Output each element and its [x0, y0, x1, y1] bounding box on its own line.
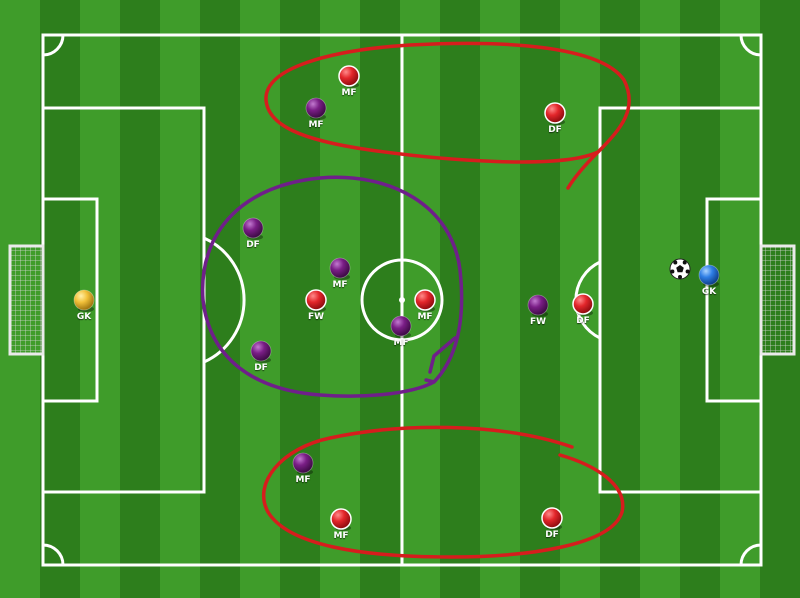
purple-annotation-center: [200, 175, 464, 398]
corner-arc-top-right: [739, 34, 762, 57]
player-red-mf-bottom[interactable]: [330, 508, 352, 531]
center-spot: [399, 297, 405, 303]
player-purple-mf-lower[interactable]: [390, 315, 412, 338]
player-red-df-top[interactable]: [544, 102, 566, 125]
player-marker: [330, 508, 352, 530]
grass-stripe: [680, 0, 721, 598]
player-marker: [414, 289, 436, 311]
player-red-df-bottom[interactable]: [541, 507, 563, 530]
grass-stripe: [600, 0, 641, 598]
player-marker: [305, 97, 327, 119]
player-purple-fw[interactable]: [527, 294, 549, 317]
grass-stripe: [480, 0, 521, 598]
ball[interactable]: [669, 258, 691, 280]
ball-patch: [682, 260, 687, 265]
player-purple-mf-top[interactable]: [305, 97, 327, 120]
ball-patch: [685, 269, 690, 274]
player-purple-df-upper[interactable]: [242, 217, 264, 240]
player-red-df-right[interactable]: [572, 293, 594, 316]
red-annotation-top: [264, 41, 631, 190]
player-marker: [338, 65, 360, 87]
red-annotation-bottom: [261, 425, 625, 559]
grass-stripe: [720, 0, 761, 598]
player-marker: [73, 289, 95, 311]
grass-stripe: [40, 0, 81, 598]
player-gk-right[interactable]: [698, 264, 720, 287]
player-marker: [698, 264, 720, 286]
player-marker: [390, 315, 412, 337]
annotations: [200, 41, 631, 559]
corner-arc-bottom-left: [42, 543, 65, 566]
player-red-fw[interactable]: [305, 289, 327, 312]
ball-patch: [678, 275, 682, 279]
grass-stripe: [120, 0, 161, 598]
players-layer: [73, 65, 720, 531]
player-marker: [242, 217, 264, 239]
player-red-mf-top[interactable]: [338, 65, 360, 88]
grass-stripe: [160, 0, 201, 598]
grass-stripe: [200, 0, 241, 598]
player-marker: [527, 294, 549, 316]
grass-stripe: [320, 0, 361, 598]
player-marker: [305, 289, 327, 311]
left-goal: [8, 244, 45, 356]
player-purple-mf-center[interactable]: [329, 257, 351, 280]
player-marker: [572, 293, 594, 315]
grass-stripe: [360, 0, 401, 598]
ball-patch: [670, 269, 675, 274]
player-purple-mf-bottom[interactable]: [292, 452, 314, 475]
player-purple-df-lower[interactable]: [250, 340, 272, 363]
grass-stripe: [240, 0, 281, 598]
corner-arc-bottom-right: [739, 543, 762, 566]
player-marker: [250, 340, 272, 362]
player-marker: [292, 452, 314, 474]
corner-arc-top-left: [42, 34, 65, 57]
center-circle: [360, 258, 444, 342]
player-marker: [541, 507, 563, 529]
right-goal: [759, 244, 796, 356]
ball-pentagon: [676, 265, 684, 273]
player-red-mf-center[interactable]: [414, 289, 436, 312]
player-gk-left[interactable]: [73, 289, 95, 312]
player-marker: [329, 257, 351, 279]
player-marker: [544, 102, 566, 124]
grass-stripe: [640, 0, 681, 598]
ball-patch: [673, 260, 678, 265]
